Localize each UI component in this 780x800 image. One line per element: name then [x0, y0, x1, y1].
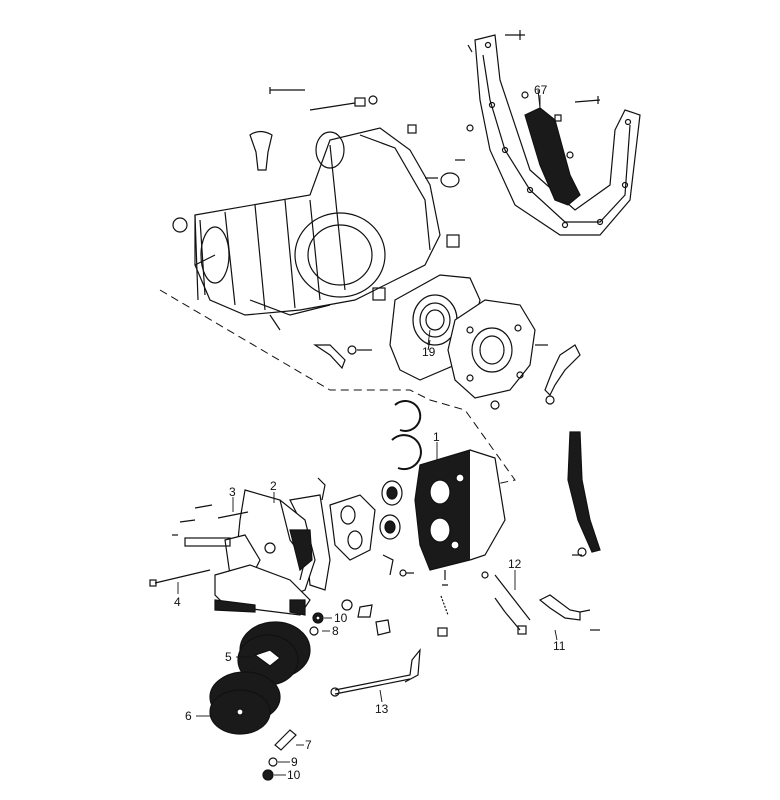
callout-8: 8 — [332, 624, 339, 638]
callout-2: 2 — [270, 479, 277, 493]
pivot-pins — [481, 571, 531, 635]
dashed-reference-lines — [159, 289, 516, 501]
callout-3: 3 — [229, 485, 236, 499]
callout-10-upper: 10 — [334, 611, 348, 625]
callout-labels: 67 19 1 2 3 4 5 6 7 8 9 10 10 11 12 13 — [174, 83, 566, 782]
callout-leader-lines — [177, 95, 558, 776]
shift-rod — [330, 648, 421, 697]
long-through-bolt — [149, 569, 211, 587]
side-lever-bracket — [535, 344, 581, 405]
gear-carrier-plate — [414, 449, 506, 571]
transmission-housing — [194, 127, 441, 331]
callout-10-lower: 10 — [287, 768, 301, 782]
callout-4: 4 — [174, 595, 181, 609]
dowel-pins-and-shafts — [172, 504, 249, 547]
retaining-circlips — [391, 400, 422, 471]
callout-6: 6 — [185, 709, 192, 723]
nut-and-washer-set — [309, 599, 391, 636]
selector-lever — [538, 594, 600, 631]
callout-12: 12 — [508, 557, 522, 571]
link-plate-and-washers — [262, 729, 297, 781]
callout-5: 5 — [225, 650, 232, 664]
detent-springs-and-plungers — [382, 554, 449, 637]
mounting-frame-bracket — [466, 30, 641, 236]
callout-9: 9 — [291, 755, 298, 769]
callout-7: 7 — [305, 738, 312, 752]
housing-lower-bracket — [214, 564, 311, 616]
callout-1: 1 — [433, 430, 440, 444]
callout-13: 13 — [375, 702, 389, 716]
callout-11: 11 — [553, 639, 566, 653]
drive-pulley-lower — [209, 671, 281, 735]
housing-bolts-and-plugs — [172, 87, 465, 370]
end-cover-plate — [447, 299, 536, 410]
ground-strap — [567, 431, 601, 557]
callout-19: 19 — [422, 345, 436, 359]
callout-67: 67 — [534, 83, 548, 97]
ball-bearings — [379, 480, 403, 540]
